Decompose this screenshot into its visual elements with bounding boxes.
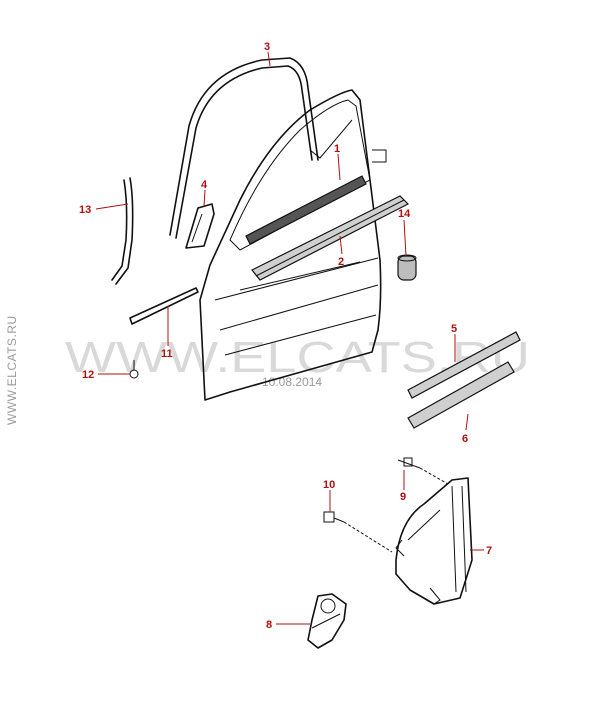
regulator-motor (307, 593, 347, 649)
callout-8: 8 (266, 619, 272, 631)
callout-3: 3 (264, 41, 270, 53)
callout-9: 9 (400, 491, 406, 503)
mirror-corner-cover (185, 203, 215, 249)
callout-4: 4 (201, 179, 208, 191)
callout-7: 7 (486, 545, 492, 557)
door-frame-weatherstrip (169, 57, 319, 239)
door-shell (199, 89, 387, 401)
glass-run-strip-upper (407, 331, 521, 399)
bolt-10 (323, 511, 393, 553)
callout-5: 5 (451, 323, 457, 335)
callout-14: 14 (398, 208, 411, 220)
front-weatherstrip (111, 177, 134, 285)
callout-11: 11 (161, 348, 173, 360)
leader-lines (95, 51, 484, 625)
glass-run-strip-lower (407, 361, 515, 429)
callout-6: 6 (462, 433, 468, 445)
inner-belt-weatherstrip (245, 175, 367, 245)
bumper (397, 254, 417, 281)
lower-weatherstrip (129, 287, 199, 325)
callout-1: 1 (334, 143, 340, 155)
watermark-date: 10.08.2014 (262, 375, 322, 389)
watermark-side-text: WWW.ELCATS.RU (5, 315, 19, 425)
callout-2: 2 (338, 256, 344, 268)
bolt-9 (397, 457, 449, 485)
callout-13: 13 (79, 204, 91, 216)
callout-12: 12 (82, 369, 94, 381)
callout-10: 10 (323, 479, 335, 491)
outer-belt-weatherstrip (251, 195, 410, 281)
window-regulator (395, 477, 473, 605)
